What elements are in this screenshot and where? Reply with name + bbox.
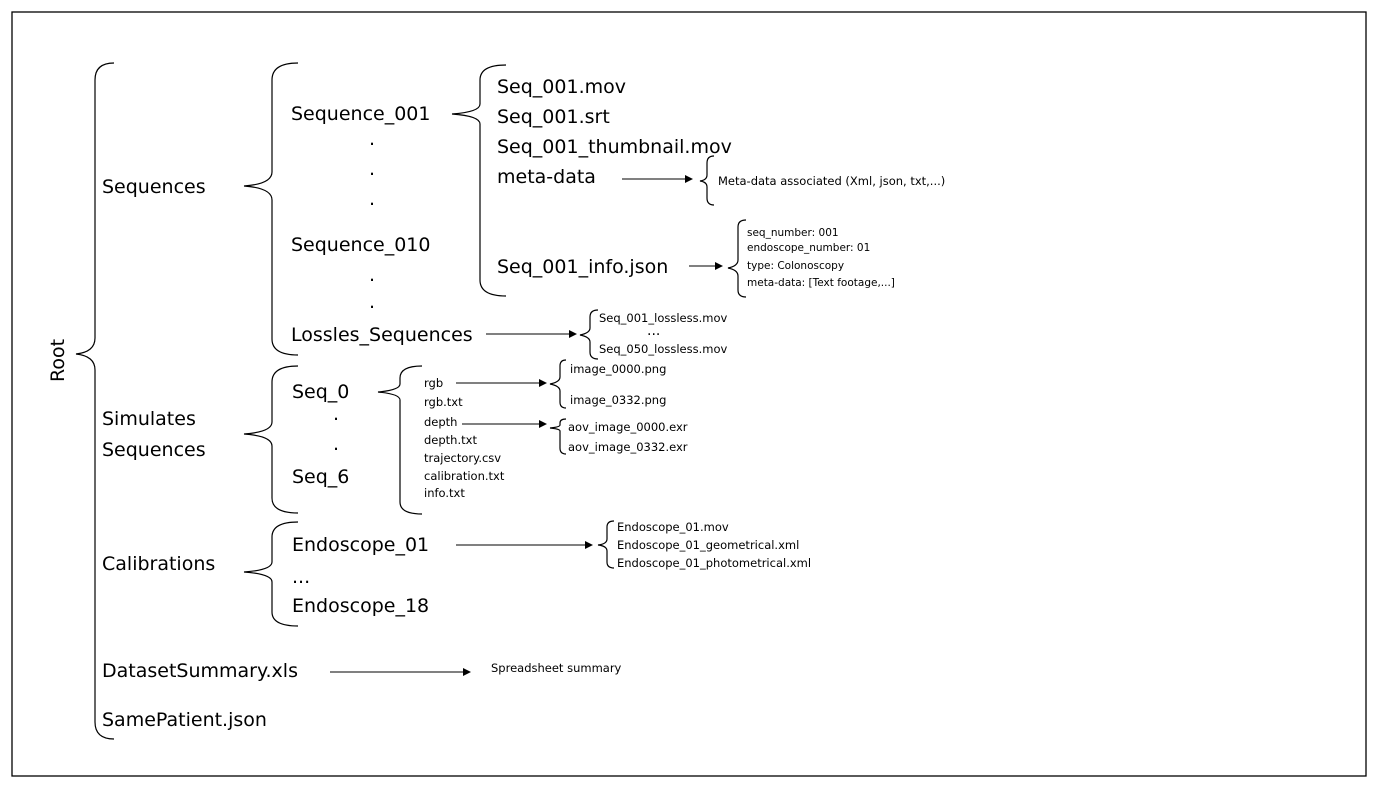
simulated-label: Simulates xyxy=(102,408,196,430)
file-seq-mov: Seq_001.mov xyxy=(497,76,626,98)
sim-file: depth.txt xyxy=(424,433,477,447)
endoscope-file: Endoscope_01_photometrical.xml xyxy=(617,556,811,570)
dataset-summary-label: DatasetSummary.xls xyxy=(102,660,298,682)
simulated-label: Sequences xyxy=(102,439,206,461)
endoscope-ellipsis: ... xyxy=(292,566,310,588)
lossless-ellipsis: ... xyxy=(647,323,660,339)
rgb-brace xyxy=(549,359,567,409)
file-meta-data: meta-data xyxy=(497,166,596,188)
seq0-brace xyxy=(377,365,423,515)
info-field: type: Colonoscopy xyxy=(747,260,844,272)
sim-file: depth xyxy=(424,415,457,429)
sequence-dots: . xyxy=(369,158,375,180)
info-field: endoscope_number: 01 xyxy=(747,242,870,254)
lossless-sequences-label: Lossles_Sequences xyxy=(291,324,473,346)
meta-data-note: Meta-data associated (Xml, json, txt,...… xyxy=(718,174,945,188)
lossless-file: Seq_050_lossless.mov xyxy=(599,342,727,356)
seq0-label: Seq_0 xyxy=(292,381,349,403)
endoscope-18-label: Endoscope_18 xyxy=(292,595,429,617)
sim-file: info.txt xyxy=(424,486,465,500)
seq6-label: Seq_6 xyxy=(292,466,349,488)
calibrations-label: Calibrations xyxy=(102,553,215,575)
sim-file: calibration.txt xyxy=(424,469,505,483)
info-field: meta-data: [Text footage,...] xyxy=(747,277,895,289)
sequence-010-label: Sequence_010 xyxy=(291,234,431,256)
depth-file: aov_image_0332.exr xyxy=(568,440,688,454)
simulated-dots: . xyxy=(333,403,339,425)
rgb-file: image_0000.png xyxy=(570,362,666,376)
lossless-file: Seq_001_lossless.mov xyxy=(599,311,727,325)
sequences-label: Sequences xyxy=(102,176,206,198)
endoscope-file: Endoscope_01_geometrical.xml xyxy=(617,538,799,552)
sequence-dots: . xyxy=(369,291,375,313)
outer-frame xyxy=(11,11,1367,777)
sim-file: rgb xyxy=(424,376,443,390)
sequence-001-label: Sequence_001 xyxy=(291,103,431,125)
endoscope-01-label: Endoscope_01 xyxy=(292,534,429,556)
simulated-dots: . xyxy=(333,433,339,455)
sequence-dots: . xyxy=(369,188,375,210)
sim-file: trajectory.csv xyxy=(424,451,501,465)
info-brace xyxy=(727,219,747,298)
endoscope-brace xyxy=(597,520,615,569)
sequence-001-brace xyxy=(451,64,507,297)
spreadsheet-summary-note: Spreadsheet summary xyxy=(491,661,622,675)
info-field: seq_number: 001 xyxy=(747,227,839,239)
simulated-brace xyxy=(243,365,299,514)
same-patient-label: SamePatient.json xyxy=(102,709,267,731)
file-seq-srt: Seq_001.srt xyxy=(497,106,610,128)
rgb-file: image_0332.png xyxy=(570,393,666,407)
depth-file: aov_image_0000.exr xyxy=(568,420,688,434)
sequence-dots: . xyxy=(369,128,375,150)
sequence-dots: . xyxy=(369,264,375,286)
endoscope-file: Endoscope_01.mov xyxy=(617,520,729,534)
meta-brace xyxy=(699,155,715,206)
root-brace xyxy=(75,62,115,740)
calibrations-brace xyxy=(243,521,299,627)
file-seq-info-json: Seq_001_info.json xyxy=(497,256,668,278)
sim-file: rgb.txt xyxy=(424,395,463,409)
lossless-brace xyxy=(579,309,599,360)
file-seq-thumbnail: Seq_001_thumbnail.mov xyxy=(497,136,732,158)
sequences-brace xyxy=(243,62,299,356)
depth-brace xyxy=(549,418,567,455)
root-label: Root xyxy=(47,339,69,382)
